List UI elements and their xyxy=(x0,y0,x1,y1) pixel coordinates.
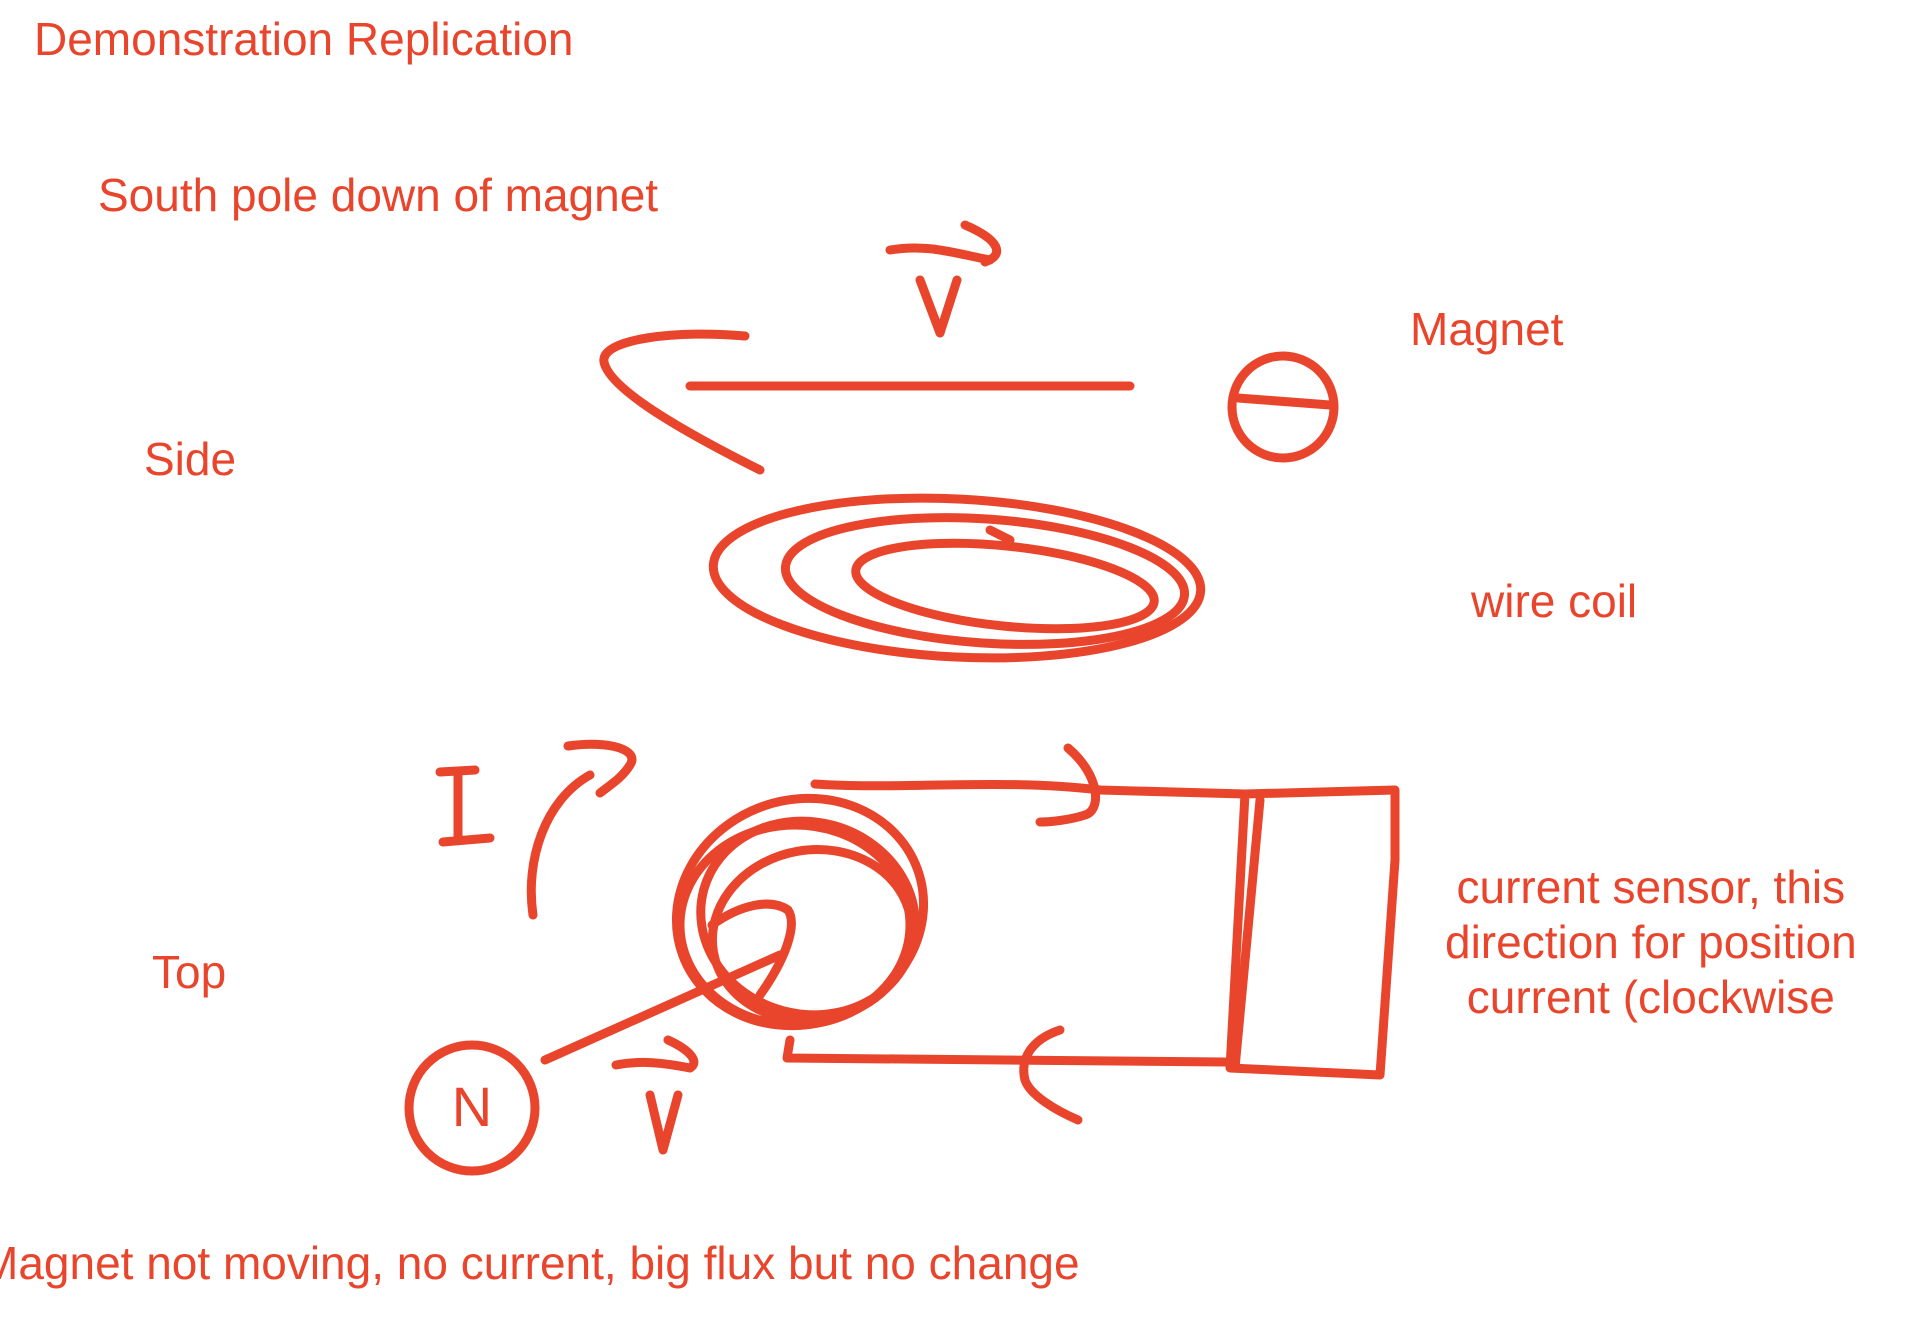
top-view-circuit xyxy=(782,743,1400,1125)
coil-loop-middle xyxy=(780,513,1190,649)
south-pole-bar xyxy=(1233,393,1335,410)
current-symbol xyxy=(435,765,495,847)
north-pole-magnet-top xyxy=(404,950,785,1176)
side-velocity-arrow xyxy=(885,220,1001,338)
north-pole-letter: N xyxy=(452,1075,492,1138)
side-view-magnet xyxy=(599,220,1339,475)
coil-loop-inner xyxy=(851,538,1159,634)
top-rotation-arrow xyxy=(526,739,796,1000)
side-magnet-curl xyxy=(599,329,765,475)
current-sensor-note: current sensor, this direction for posit… xyxy=(1445,861,1857,1024)
top-wire-lower xyxy=(782,1035,1230,1067)
rotation-arrowhead xyxy=(563,739,637,798)
current-sensor-box xyxy=(1225,785,1400,1080)
top-velocity-arrow xyxy=(611,1035,699,1155)
magnet-label: Magnet xyxy=(1410,303,1564,355)
sensor-divider xyxy=(1230,795,1265,1073)
diagram-title: Demonstration Replication xyxy=(34,13,574,65)
top-wire-coil xyxy=(671,793,929,1031)
inner-rotation-arrow xyxy=(707,899,796,1000)
current-arrow-lower xyxy=(1019,1025,1083,1125)
conclusion-note: Magnet not moving, no current, big flux … xyxy=(0,1237,1080,1289)
coil-lead xyxy=(985,525,1015,545)
top-wire-upper xyxy=(810,779,1250,799)
top-coil-loop-4 xyxy=(707,845,917,1025)
north-pole-handle xyxy=(540,950,785,1065)
current-arrow-upper xyxy=(1035,743,1101,827)
current-i-glyph xyxy=(435,765,495,847)
rotation-arc xyxy=(526,770,595,920)
wire-coil-label: wire coil xyxy=(1471,575,1638,627)
side-wire-coil xyxy=(708,493,1206,663)
top-view-label: Top xyxy=(152,946,227,998)
north-pole-circle xyxy=(404,1040,540,1176)
south-pole-note: South pole down of magnet xyxy=(98,169,659,221)
side-view-label: Side xyxy=(144,433,237,485)
coil-loop-outer xyxy=(708,493,1206,663)
